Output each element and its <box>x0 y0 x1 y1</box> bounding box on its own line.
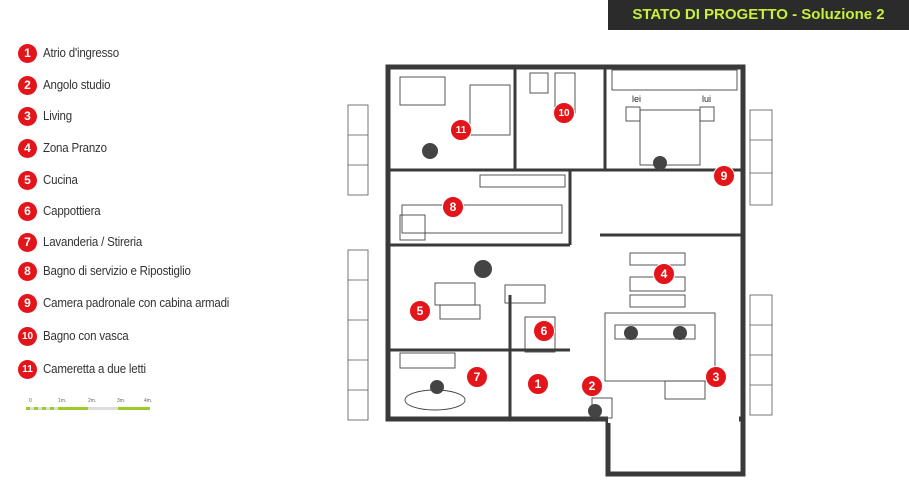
legend-badge: 4 <box>18 138 37 158</box>
room-marker-7: 7 <box>466 366 488 388</box>
bathroom-fixtures <box>529 72 549 94</box>
legend-item: 1 Atrio d'ingresso <box>18 43 126 63</box>
header-banner: STATO DI PROGETTO - Soluzione 2 <box>608 0 909 30</box>
scale-graduation <box>26 407 152 410</box>
balcony-right-top <box>749 109 773 206</box>
laundry-counter <box>401 204 563 234</box>
sofa-group <box>604 312 716 382</box>
legend-item: 6 Cappottiera <box>18 201 105 221</box>
legend-label: Bagno di servizio e Ripostiglio <box>43 264 191 278</box>
bed-single <box>399 76 446 106</box>
floor-plan: lei lui <box>347 64 773 477</box>
legend-label: Atrio d'ingresso <box>43 46 119 60</box>
room-marker-8: 8 <box>442 196 464 218</box>
room-marker-2: 2 <box>581 375 603 397</box>
scale-label: 3m. <box>117 398 126 404</box>
legend-label: Cucina <box>43 173 78 187</box>
room-marker-4: 4 <box>653 263 675 285</box>
legend-label: Living <box>43 109 72 123</box>
coffee-table <box>664 380 706 400</box>
room-marker-3: 3 <box>705 366 727 388</box>
balcony-left-bottom <box>347 249 369 421</box>
closet-label-lui: lui <box>702 94 711 104</box>
page-title: STATO DI PROGETTO - Soluzione 2 <box>632 6 885 23</box>
legend-badge: 6 <box>18 201 37 221</box>
legend-label: Cameretta a due letti <box>43 362 146 376</box>
room-marker-6: 6 <box>533 320 555 342</box>
exterior-wall-extension <box>605 416 746 477</box>
balcony-left-top <box>347 104 369 196</box>
legend-item: 7 Lavanderia / Stireria <box>18 232 151 252</box>
scale-label: 2m. <box>88 398 97 404</box>
scale-labels: 0 1m. 2m. 3m. 4m. <box>26 398 154 406</box>
legend-badge: 2 <box>18 75 37 95</box>
storage-cabinets <box>479 174 566 188</box>
exterior-wall <box>385 64 746 422</box>
legend-label: Bagno con vasca <box>43 329 129 343</box>
legend-badge: 7 <box>18 232 37 252</box>
scale-label: 4m. <box>144 398 153 404</box>
room-marker-1: 1 <box>527 373 549 395</box>
wardrobe <box>611 69 738 91</box>
room-marker-9: 9 <box>713 165 735 187</box>
laundry-appliances <box>399 352 456 369</box>
legend-badge: 3 <box>18 106 37 126</box>
legend-item: 3 Living <box>18 106 74 126</box>
closet-label-lei: lei <box>632 94 641 104</box>
scale-label: 0 <box>29 398 32 404</box>
legend-label: Lavanderia / Stireria <box>43 235 143 249</box>
legend-badge: 8 <box>18 261 37 281</box>
scale-label: 1m. <box>58 398 67 404</box>
room-marker-5: 5 <box>409 300 431 322</box>
legend-label: Angolo studio <box>43 78 111 92</box>
legend-item: 2 Angolo studio <box>18 75 116 95</box>
scale-bar: 0 1m. 2m. 3m. 4m. <box>26 398 154 418</box>
chair-icon <box>422 143 438 159</box>
legend-badge: 10 <box>18 326 37 346</box>
coat-closet <box>524 316 556 353</box>
legend-label: Camera padronale con cabina armadi <box>43 296 230 310</box>
legend-badge: 5 <box>18 170 37 190</box>
room-marker-11: 11 <box>450 119 472 141</box>
legend-item: 5 Cucina <box>18 170 81 190</box>
toilet-service <box>399 214 426 241</box>
legend-badge: 11 <box>18 359 37 379</box>
bed-double <box>639 109 701 166</box>
legend-label: Cappottiera <box>43 204 101 218</box>
legend-badge: 1 <box>18 43 37 63</box>
legend-label: Zona Pranzo <box>43 141 107 155</box>
bed-single <box>469 84 511 136</box>
room-marker-10: 10 <box>553 102 575 124</box>
cooktop <box>504 284 546 304</box>
legend-item: 11 Cameretta a due letti <box>18 359 155 379</box>
dining-chairs <box>629 294 686 308</box>
legend-item: 4 Zona Pranzo <box>18 138 112 158</box>
legend-badge: 9 <box>18 293 37 313</box>
legend-item: 10 Bagno con vasca <box>18 326 136 346</box>
legend-item: 9 Camera padronale con cabina armadi <box>18 293 245 313</box>
legend-item: 8 Bagno di servizio e Ripostiglio <box>18 261 204 281</box>
